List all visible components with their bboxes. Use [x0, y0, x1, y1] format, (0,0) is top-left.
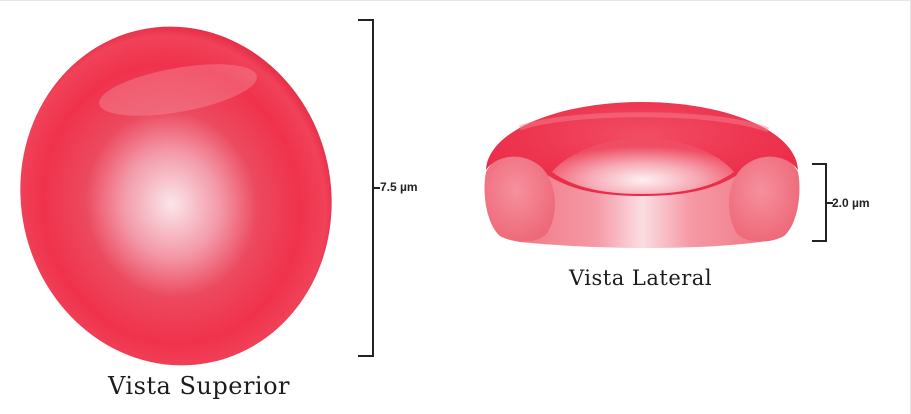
diameter-bracket — [358, 20, 380, 356]
diameter-label: 7.5 µm — [380, 180, 418, 194]
side-view-cell — [485, 102, 800, 248]
top-view-cell — [0, 0, 363, 395]
top-view-caption: Vista Superior — [108, 372, 290, 400]
thickness-label: 2.0 µm — [832, 196, 870, 210]
side-view-caption: Vista Lateral — [569, 266, 712, 290]
thickness-bracket — [812, 164, 833, 241]
